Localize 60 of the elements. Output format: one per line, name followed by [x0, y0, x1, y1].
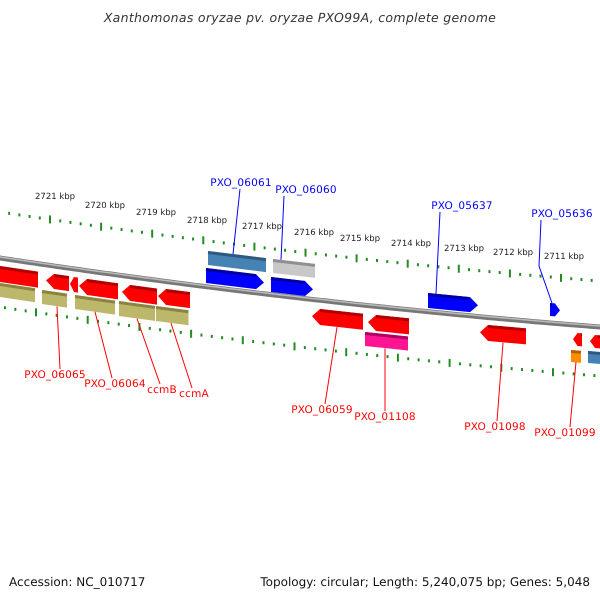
gene-feature [42, 290, 67, 308]
gene-feature [0, 266, 38, 288]
leader-line [94, 311, 112, 378]
gene-label: ccmA [179, 388, 209, 400]
gene-feature [590, 334, 600, 348]
gene-label: PXO_06064 [84, 378, 146, 390]
gene-feature [365, 332, 408, 351]
gene-label: PXO_06059 [291, 404, 353, 416]
gene-label: PXO_01098 [464, 421, 526, 433]
gene-label: PXO_01108 [354, 411, 416, 423]
gene-feature [368, 315, 409, 335]
gene-feature [573, 333, 582, 347]
leader-line [170, 322, 192, 388]
leader-line [436, 212, 440, 294]
leader-line [232, 188, 240, 255]
gene-feature [206, 268, 264, 289]
leader-line [56, 306, 60, 370]
gene-feature [588, 351, 600, 364]
gene-feature [271, 276, 313, 296]
scale-label: 2717 kbp [242, 222, 282, 233]
leader-line [496, 342, 504, 422]
scale-label: 2712 kbp [493, 248, 534, 259]
scale-label: 2720 kbp [85, 201, 126, 212]
gene-feature [312, 309, 363, 330]
footer-text: Accession: NC_010717 [9, 574, 146, 591]
leader-line [570, 362, 576, 428]
gene-label: PXO_06061 [210, 177, 272, 189]
title: Xanthomonas oryzae pv. oryzae PXO99A, complete genome [104, 9, 496, 27]
gene-feature [428, 292, 478, 312]
gene-feature [0, 283, 35, 302]
gene-feature [550, 302, 560, 316]
gene-feature [571, 350, 581, 362]
gene-feature [119, 301, 155, 322]
gene-feature [75, 295, 115, 315]
leader-line [538, 220, 552, 304]
scale-label: 2713 kbp [444, 244, 484, 255]
leader-line [136, 318, 160, 384]
gene-label: PXO_05636 [531, 208, 593, 220]
gene-feature [156, 306, 188, 326]
leader-line [324, 326, 338, 404]
gene-feature [208, 250, 266, 272]
scale-label: 2715 kbp [340, 234, 380, 245]
footer-text: Topology: circular; Length: 5,240,075 bp; Genes: 5,048 [260, 574, 590, 591]
gene-label: PXO_05637 [431, 200, 493, 212]
scale-label: 2716 kbp [294, 228, 334, 239]
scale-label: 2721 kbp [35, 192, 76, 203]
gene-label: ccmB [147, 384, 177, 396]
gene-feature [273, 258, 315, 278]
gene-label: PXO_01099 [534, 427, 596, 439]
gene-label: PXO_06065 [24, 369, 86, 381]
leader-line [280, 196, 284, 260]
leader-line [384, 348, 386, 412]
scale-label: 2711 kbp [544, 252, 584, 263]
scale-label: 2718 kbp [187, 216, 228, 227]
gene-feature [158, 289, 190, 309]
gene-feature [122, 284, 157, 304]
scale-label: 2714 kbp [391, 239, 432, 250]
gene-label: PXO_06060 [275, 184, 337, 196]
scale-label: 2719 kbp [136, 208, 176, 219]
gene-feature [480, 325, 526, 345]
